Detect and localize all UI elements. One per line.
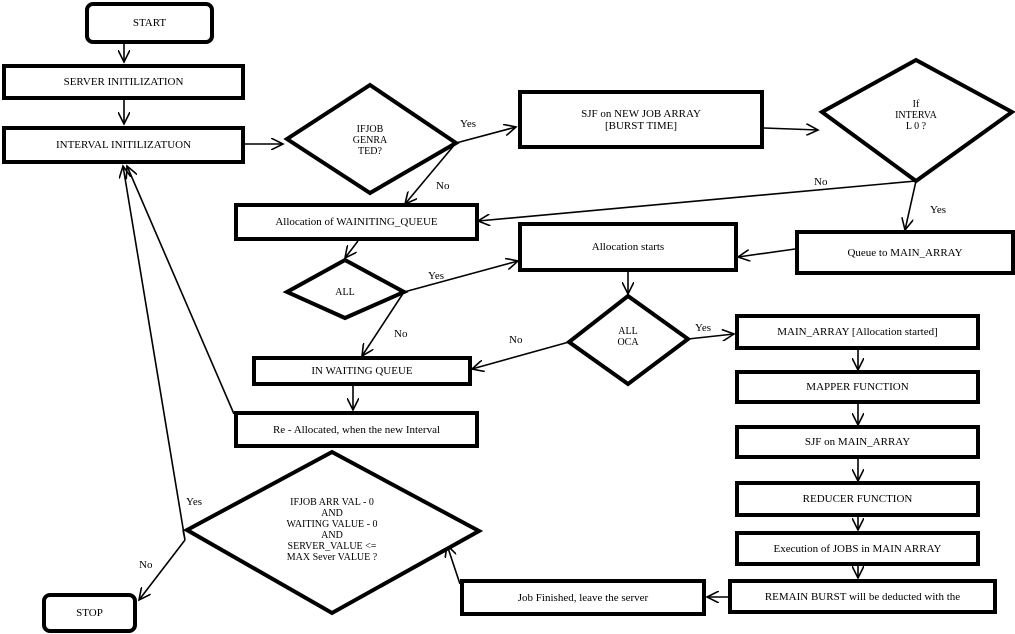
arrow-alloc-waiting-to-all (345, 240, 359, 258)
arrow-queue-to-alloc-starts (738, 248, 796, 257)
decision-all-oca (565, 293, 692, 387)
decision-interval-text: If INTERVA L 0 ? (895, 98, 937, 132)
in-waiting-queue-node: IN WAITING QUEUE (252, 356, 472, 386)
label-oca-yes: Yes (695, 322, 712, 334)
arrow-final-no (139, 539, 186, 600)
arrow-oca-yes (687, 334, 734, 339)
decision-all (282, 257, 409, 321)
arrow-sjf-to-interval-decision (763, 128, 818, 130)
decision-job-generated-text: IFJOB GENRA TED? (352, 123, 388, 157)
label-oca-no: No (509, 334, 523, 346)
label-final-no: No (139, 559, 153, 571)
decision-final-check (182, 449, 484, 616)
arrow-all-no (362, 291, 405, 356)
reducer-function-node: REDUCER FUNCTION (735, 481, 980, 517)
decision-interval (818, 57, 1015, 184)
label-final-yes: Yes (186, 496, 203, 508)
mapper-function-node: MAPPER FUNCTION (735, 370, 980, 404)
arrow-oca-no (472, 341, 570, 369)
arrow-job-no (405, 142, 457, 204)
arrow-interval-yes (905, 180, 917, 230)
label-all-yes: Yes (428, 270, 445, 282)
label-interval-yes: Yes (930, 204, 947, 216)
decision-final-check-text: IFJOB ARR VAL - 0 AND WAITING VALUE - 0 … (286, 497, 378, 563)
allocation-waiting-queue-node: Allocation of WAINITING_QUEUE (234, 203, 479, 241)
decision-all-oca-text: ALL OCA (617, 326, 639, 348)
server-initialization-node: SERVER INITILIZATION (2, 64, 245, 100)
arrow-reallocated-to-interval-init (127, 166, 235, 415)
arrow-final-yes (123, 166, 186, 541)
remain-burst-node: REMAIN BURST will be deducted with the (728, 579, 997, 614)
label-job-yes: Yes (460, 118, 477, 130)
start-node: START (85, 2, 214, 44)
re-allocated-node: Re - Allocated, when the new Interval (234, 411, 479, 448)
label-interval-no: No (814, 176, 828, 188)
arrow-job-yes (455, 127, 516, 144)
arrow-all-yes (403, 261, 518, 293)
queue-to-main-array-node: Queue to MAIN_ARRAY (795, 230, 1015, 275)
sjf-main-array-node: SJF on MAIN_ARRAY (735, 425, 980, 459)
arrow-interval-no (478, 180, 917, 221)
decision-job-generated (283, 82, 460, 196)
execution-of-jobs-node: Execution of JOBS in MAIN ARRAY (735, 531, 980, 566)
sjf-new-job-array-node: SJF on NEW JOB ARRAY [BURST TIME] (518, 90, 764, 149)
stop-node: STOP (42, 593, 137, 633)
decision-all-text: ALL (335, 286, 355, 298)
label-job-no: No (436, 180, 450, 192)
label-all-no: No (394, 328, 408, 340)
interval-initialization-node: INTERVAL INITILIZATUON (2, 126, 245, 164)
job-finished-node: Job Finished, leave the server (460, 579, 706, 616)
main-array-allocation-node: MAIN_ARRAY [Allocation started] (735, 314, 980, 350)
allocation-starts-node: Allocation starts (518, 222, 738, 272)
arrow-job-finished-to-final-check (447, 545, 461, 585)
